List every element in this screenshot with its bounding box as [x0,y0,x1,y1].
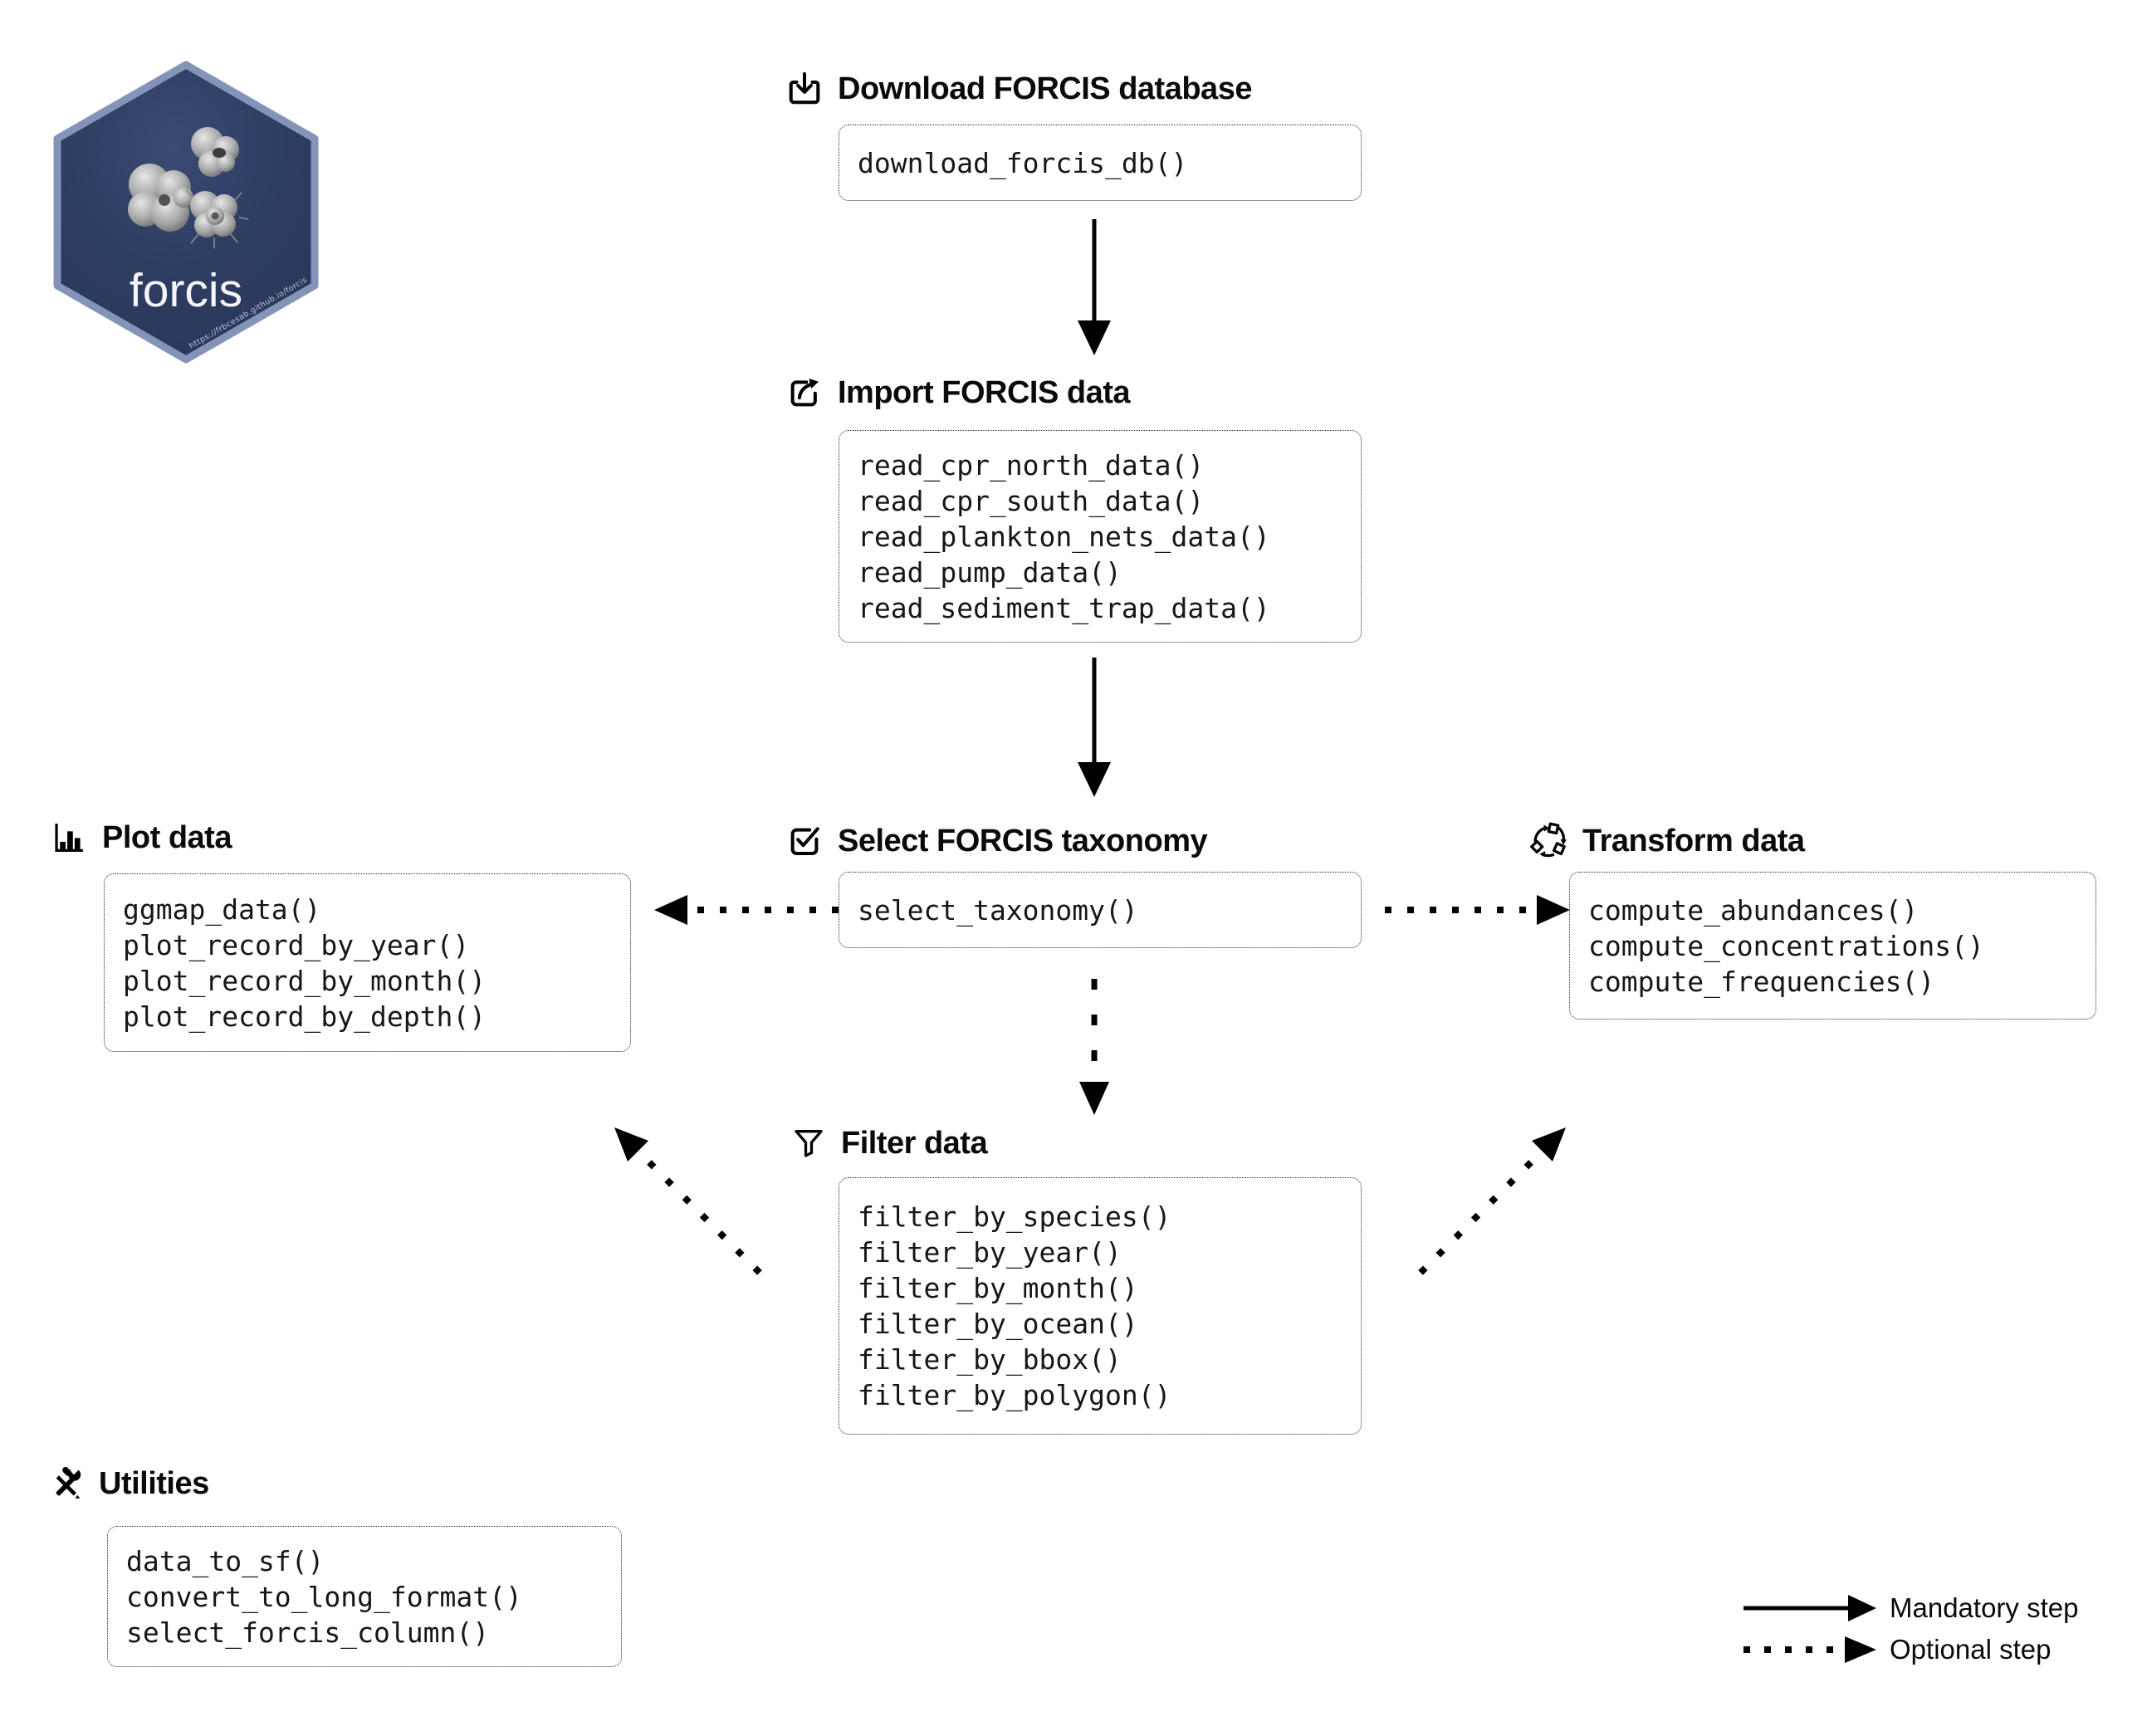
plot-section-header: Plot data [50,817,232,858]
utilities-section-header: Utilities [46,1463,209,1504]
transform-section-header: Transform data [1530,820,1805,862]
legend-mandatory-arrow [1743,1595,1876,1621]
function-name: plot_record_by_month() [123,964,487,997]
filter-functions-box: filter_by_species() filter_by_year() fil… [839,1177,1362,1435]
function-name: filter_by_ocean() [858,1308,1138,1340]
foraminifera-illustration [128,127,249,248]
function-name: filter_by_bbox() [858,1343,1122,1376]
function-name: compute_concentrations() [1588,929,1984,962]
plot-section-title: Plot data [102,819,232,855]
import-section-header: Import FORCIS data [785,372,1131,413]
import-section-title: Import FORCIS data [838,374,1131,410]
filter-section-header: Filter data [790,1122,988,1164]
function-name: read_pump_data() [858,555,1122,589]
utilities-section-title: Utilities [99,1465,209,1501]
transform-section-title: Transform data [1582,823,1805,858]
function-name: select_taxonomy() [858,893,1138,927]
download-section-header: Download FORCIS database [785,68,1252,110]
legend-optional-label: Optional step [1890,1634,2052,1665]
screwdriver-wrench-icon [56,1465,81,1499]
funnel-icon [795,1130,823,1157]
select-section-title: Select FORCIS taxonomy [838,823,1208,858]
function-name: filter_by_year() [858,1236,1122,1269]
arrow-filter-to-transform [1417,1127,1566,1276]
shapes-cycle-icon [1530,822,1567,858]
function-name: ggmap_data() [123,892,321,926]
function-name: convert_to_long_format() [126,1580,522,1613]
forcis-logo: forcis https://frbcesab.github.io/forcis [53,61,319,364]
plot-functions-box: ggmap_data() plot_record_by_year() plot_… [104,873,631,1052]
box-arrow-out-icon [790,378,819,407]
function-name: compute_frequencies() [1588,965,1935,998]
function-name: select_forcis_column() [126,1616,490,1649]
filter-section-title: Filter data [841,1125,988,1161]
arrow-download-to-import [1078,219,1111,355]
function-name: compute_abundances() [1588,893,1919,927]
download-section-title: Download FORCIS database [838,71,1252,106]
download-functions-box: download_forcis_db() [839,125,1362,201]
function-name: read_cpr_north_data() [858,448,1205,482]
function-name: read_sediment_trap_data() [858,591,1270,624]
check-square-icon [790,827,819,855]
function-name: filter_by_species() [858,1201,1171,1233]
arrow-select-to-filter [1079,979,1109,1115]
logo-package-name: forcis [130,264,242,317]
function-name: plot_record_by_depth() [123,1000,487,1033]
legend-mandatory-label: Mandatory step [1890,1592,2079,1623]
arrow-select-to-plot [654,895,840,925]
bar-chart-icon [55,824,83,852]
utilities-functions-box: data_to_sf() convert_to_long_format() se… [107,1526,622,1667]
arrow-filter-to-plot [614,1127,763,1276]
function-name: filter_by_month() [858,1272,1138,1304]
select-section-header: Select FORCIS taxonomy [785,820,1208,862]
function-name: download_forcis_db() [858,146,1188,179]
select-functions-box: select_taxonomy() [839,872,1362,948]
box-arrow-in-down-icon [789,71,820,105]
function-name: filter_by_polygon() [858,1379,1171,1411]
function-name: read_cpr_south_data() [858,484,1205,517]
transform-functions-box: compute_abundances() compute_concentrati… [1569,872,2096,1020]
import-functions-box: read_cpr_north_data() read_cpr_south_dat… [839,430,1362,643]
function-name: read_plankton_nets_data() [858,520,1270,553]
function-name: plot_record_by_year() [123,928,470,961]
function-name: data_to_sf() [126,1544,325,1577]
arrow-import-to-select [1078,658,1111,797]
arrow-select-to-transform [1385,895,1570,925]
legend-optional-arrow [1743,1636,1876,1663]
